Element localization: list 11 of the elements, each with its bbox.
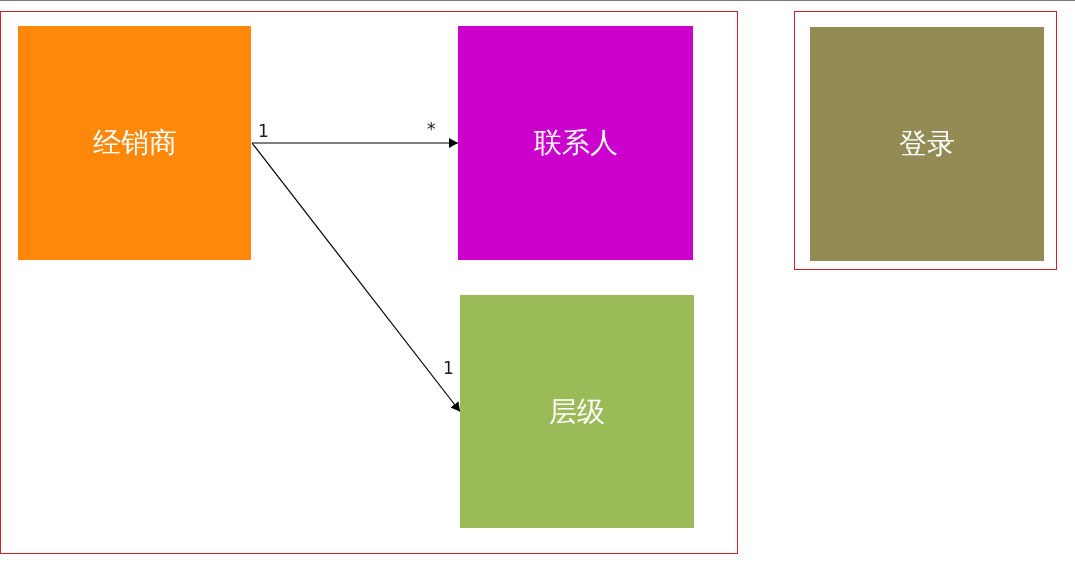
group-frame [0, 11, 738, 554]
arrow [251, 142, 461, 413]
multiplicity-label: 1 [258, 121, 269, 141]
arrow [251, 138, 459, 148]
group-frame [794, 11, 1057, 270]
entity-box: 层级 [460, 295, 694, 528]
entity-box: 经销商 [18, 26, 251, 260]
multiplicity-label: 1 [443, 358, 454, 378]
entity-box: 登录 [810, 27, 1044, 261]
entity-box: 联系人 [458, 26, 693, 260]
multiplicity-label: * [427, 119, 436, 139]
